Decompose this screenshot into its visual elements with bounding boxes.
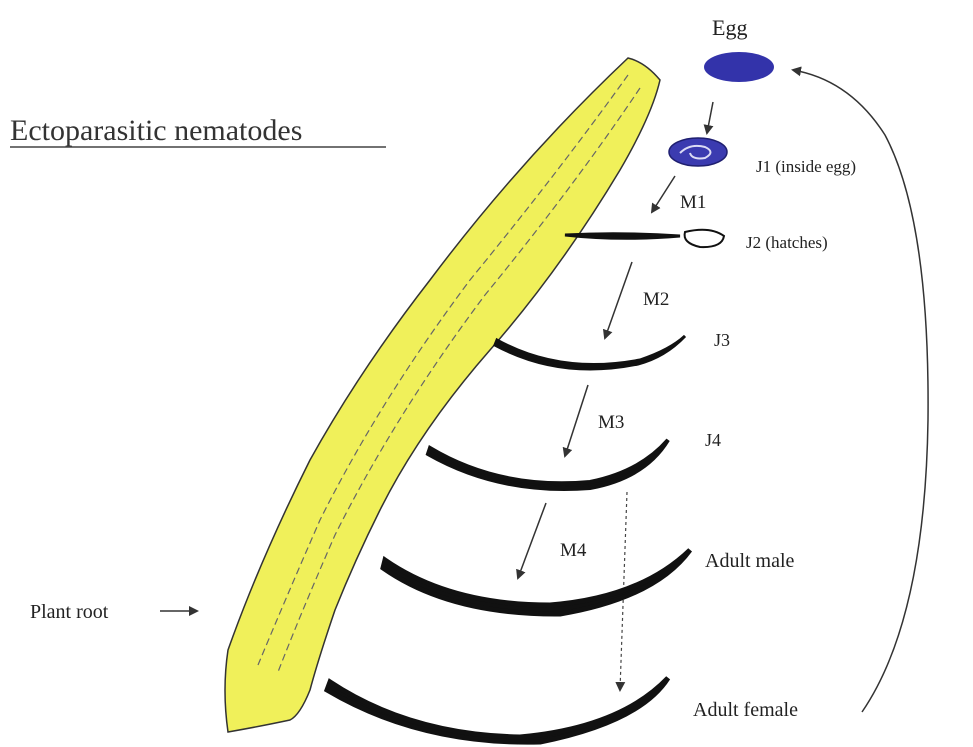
molt-m4-arrow <box>518 503 546 578</box>
egg-to-j1-arrow <box>707 102 713 133</box>
j3-label: J3 <box>714 330 730 350</box>
plant-root <box>225 58 660 732</box>
molt-m3-label: M3 <box>598 412 624 433</box>
adult-male-label: Adult male <box>705 550 795 572</box>
egg <box>704 52 774 82</box>
molt-m2-label: M2 <box>643 289 669 310</box>
j1-label: J1 (inside egg) <box>756 157 856 176</box>
adult-female-label: Adult female <box>693 699 798 721</box>
molt-m3-arrow <box>565 385 588 456</box>
j2-label: J2 (hatches) <box>746 233 828 252</box>
molt-m2-arrow <box>605 262 632 338</box>
j4-nematode <box>428 440 668 489</box>
j4-label: J4 <box>705 430 721 450</box>
molt-m1-label: M1 <box>680 192 706 213</box>
diagram-title: Ectoparasitic nematodes <box>10 114 302 147</box>
j3-nematode <box>495 336 685 369</box>
adult-male-nematode <box>383 550 690 614</box>
j2-nematode <box>565 230 724 247</box>
egg-label: Egg <box>712 15 747 40</box>
molt-m4-label: M4 <box>560 540 587 561</box>
j1-egg <box>669 138 727 166</box>
plant-root-label: Plant root <box>30 601 109 623</box>
molt-m1-arrow <box>652 176 675 212</box>
adult-female-nematode <box>327 678 668 742</box>
